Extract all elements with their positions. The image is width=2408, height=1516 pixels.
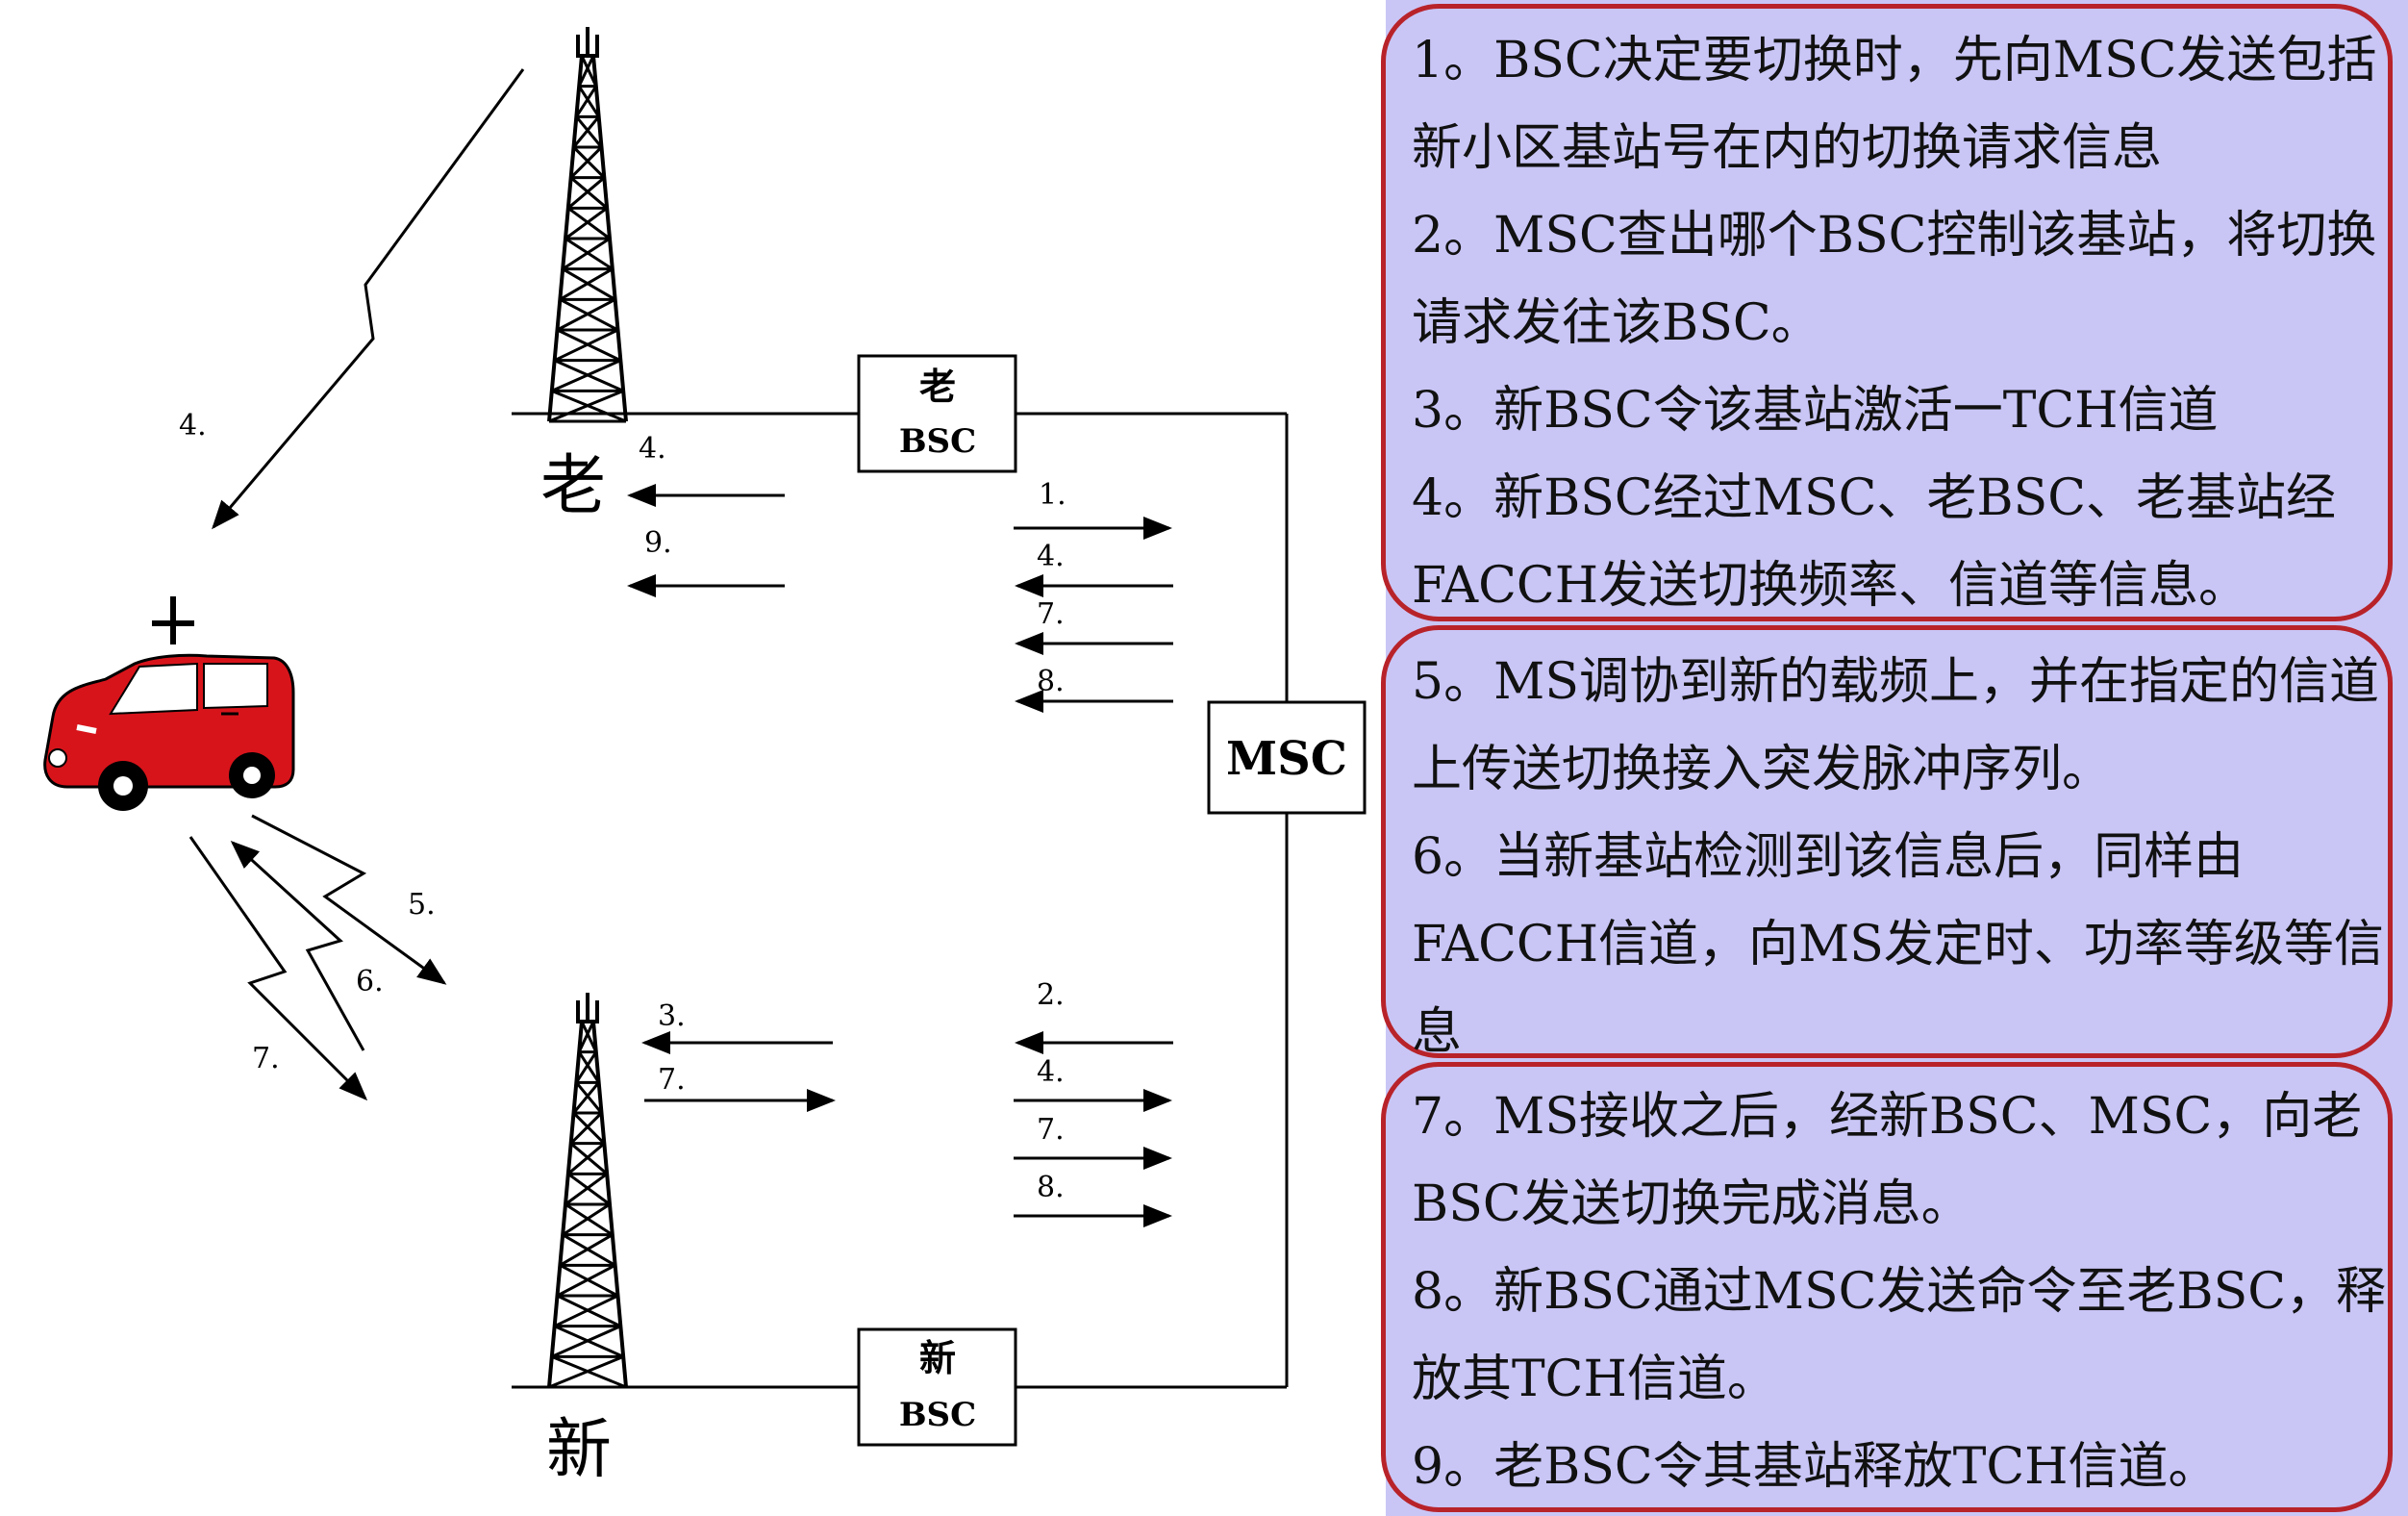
new-bts-arrow-label-7: 7. [658, 1063, 686, 1097]
new-cell-label: 新 [546, 1412, 612, 1488]
step-7: 7。MS接收之后，经新BSC、MSC，向老BSC发送切换完成消息。 [1412, 1088, 2363, 1233]
old-bsc-label-line2: BSC [899, 422, 976, 461]
network-links [512, 412, 1289, 1389]
old-cell-label: 老 [540, 448, 606, 524]
step-8: 8。新BSC通过MSC发送命令至老BSC，释放其TCH信道。 [1412, 1263, 2386, 1408]
radio-link-7 [188, 836, 368, 1101]
new-bsc-msc-arrows [1014, 1031, 1173, 1227]
new-bts-arrow-label-3: 3. [658, 999, 686, 1033]
step-3: 3。新BSC令该基站激活一TCH信道 [1412, 382, 2219, 440]
step-1: 1。BSC决定要切换时，先向MSC发送包括新小区基站号在内的切换请求信息 [1412, 32, 2377, 177]
new-bsc-label-line2: BSC [899, 1396, 976, 1434]
msc-lower-label-8: 8. [1037, 1171, 1065, 1204]
msc-upper-label-7: 7. [1037, 597, 1065, 631]
steps-panel [1386, 0, 2408, 1516]
radio-label-6: 6. [356, 965, 384, 998]
msc-box: MSC [1207, 700, 1367, 815]
step-4: 4。新BSC经过MSC、老BSC、老基站经FACCH发送切换频率、信道等信息。 [1412, 469, 2336, 615]
radio-link-5 [251, 814, 447, 985]
msc-lower-label-4: 4. [1037, 1055, 1065, 1089]
old-bsc-box: 老 BSC [857, 354, 1017, 473]
msc-label: MSC [1226, 732, 1347, 786]
msc-upper-label-8: 8. [1037, 665, 1065, 698]
old-bts-arrow-label-9: 9. [644, 526, 672, 560]
new-bts-arrows [641, 1031, 836, 1112]
msc-upper-label-4: 4. [1037, 540, 1065, 573]
step-group-3 [1381, 1062, 2393, 1512]
step-9: 9。老BSC令其基站释放TCH信道。 [1412, 1438, 2219, 1496]
old-bts-arrow-label-4: 4. [639, 432, 666, 466]
vehicle-icon [43, 596, 295, 811]
radio-link-6 [230, 840, 365, 1051]
radio-link-4 [212, 68, 525, 530]
new-bsc-box: 新 BSC [857, 1327, 1017, 1447]
msc-upper-label-1: 1. [1039, 478, 1066, 512]
step-2: 2。MSC查出哪个BSC控制该基站，将切换请求发往该BSC。 [1412, 207, 2377, 352]
new-bsc-label-line1: 新 [919, 1336, 956, 1379]
handover-diagram: 老 新 老 BSC 新 BSC MSC [43, 25, 1367, 1488]
msc-lower-label-7: 7. [1037, 1113, 1065, 1147]
old-bsc-msc-arrows [1014, 517, 1173, 713]
old-bsc-label-line1: 老 [919, 365, 956, 408]
radio-label-5: 5. [408, 888, 436, 922]
radio-links [188, 68, 525, 1101]
old-tower-icon [547, 25, 628, 423]
old-bts-arrows [627, 484, 785, 597]
step-group-1 [1381, 4, 2393, 621]
step-5: 5。MS调协到新的载频上，并在指定的信道上传送切换接入突发脉冲序列。 [1412, 653, 2379, 798]
radio-label-7: 7. [252, 1042, 280, 1075]
radio-label-4: 4. [179, 409, 207, 442]
new-tower-icon [547, 991, 628, 1389]
msc-lower-label-2: 2. [1037, 978, 1065, 1012]
step-group-2 [1381, 625, 2393, 1058]
step-6: 6。当新基站检测到该信息后，同样由FACCH信道，向MS发定时、功率等级等信息 [1412, 828, 2384, 1061]
